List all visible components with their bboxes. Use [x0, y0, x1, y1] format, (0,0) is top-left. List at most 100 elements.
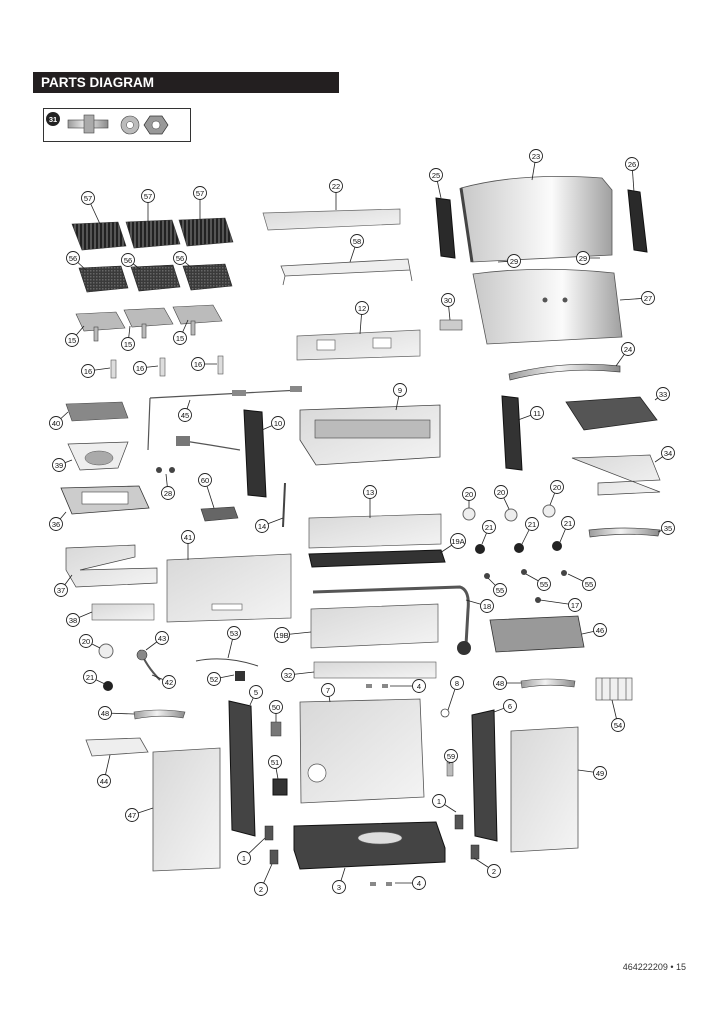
callout-circle [271, 416, 285, 430]
part-callout: 19B [274, 627, 312, 643]
screw-fasteners [156, 467, 175, 473]
side-shelf-panel [65, 544, 158, 588]
callout-number: 5 [254, 688, 258, 697]
callout-number: 40 [52, 419, 60, 428]
callout-number: 58 [353, 237, 361, 246]
callout-number: 56 [176, 254, 184, 263]
part-callout: 41 [181, 530, 195, 560]
callout-number: 51 [271, 758, 279, 767]
grease-tray [200, 506, 239, 522]
part-callout: 29 [497, 254, 521, 268]
part-callout: 48 [493, 676, 521, 690]
control-panel-side [166, 553, 292, 623]
callout-circle [227, 626, 241, 640]
lid [460, 175, 613, 263]
callout-number: 19B [275, 631, 288, 640]
callout-number: 56 [69, 254, 77, 263]
door-handle-right [588, 527, 661, 538]
callout-number: 21 [485, 523, 493, 532]
callout-number: 35 [664, 524, 672, 533]
callout-number: 2 [259, 885, 263, 894]
part-callout: 47 [125, 807, 154, 822]
callout-circle [525, 517, 539, 531]
part-callout: 25 [429, 168, 443, 199]
callout-circle [281, 668, 295, 682]
callout-number: 60 [201, 476, 209, 485]
callout-number: 20 [82, 637, 90, 646]
callout-number: 43 [158, 634, 166, 643]
callout-circle [141, 189, 155, 203]
callout-circle [507, 254, 521, 268]
callout-circle [432, 794, 446, 808]
callout-circle [593, 623, 607, 637]
callout-number: 15 [124, 340, 132, 349]
part-callout: 13 [363, 485, 377, 518]
part-callout: 20 [549, 480, 564, 506]
lid-end-cap-right [627, 189, 648, 253]
callout-number: 1 [242, 854, 246, 863]
part-callout: 43 [145, 631, 169, 651]
callout-number: 41 [184, 533, 192, 542]
part-callout: 1 [237, 837, 266, 865]
part-callout: 58 [349, 234, 364, 263]
spice-rack [595, 677, 633, 701]
callout-number: 33 [659, 390, 667, 399]
part-callout: 55 [567, 573, 596, 591]
callout-number: 4 [417, 682, 421, 691]
callout-number: 18 [483, 602, 491, 611]
callout-number: 7 [326, 686, 330, 695]
part-callout: 10 [261, 416, 285, 431]
callout-number: 36 [52, 520, 60, 529]
callout-circle [450, 676, 464, 690]
part-callout: 60 [198, 473, 215, 509]
part-callout: 35 [657, 521, 675, 535]
callout-circle [625, 157, 639, 171]
tank-hook [270, 721, 282, 737]
front-crossbar [313, 661, 437, 679]
warming-rack-wire [280, 258, 413, 286]
callout-number: 20 [553, 483, 561, 492]
callout-circle [255, 519, 269, 533]
heat-plates [78, 263, 233, 293]
callout-circle [611, 718, 625, 732]
lid-end-cap-left [435, 197, 456, 259]
part-callout: 55 [525, 573, 551, 591]
callout-circle [79, 634, 93, 648]
callout-circle [450, 533, 466, 549]
electrode-rod [282, 482, 286, 528]
part-callout: 52 [207, 672, 235, 686]
callout-number: 42 [165, 678, 173, 687]
callout-circle [52, 458, 66, 472]
callout-circle [487, 864, 501, 878]
part-callout: 27 [619, 291, 655, 305]
part-callout: 17 [539, 598, 582, 612]
part-callout: 14 [255, 517, 284, 533]
callout-number: 32 [284, 671, 292, 680]
callout-number: 37 [57, 586, 65, 595]
callout-circle [656, 387, 670, 401]
bolts [366, 684, 392, 886]
callout-circle [561, 516, 575, 530]
callout-circle [494, 485, 508, 499]
part-callout: 21 [83, 670, 106, 685]
wire-rack-small [85, 737, 149, 757]
callout-number: 17 [571, 601, 579, 610]
part-callout: 19A [439, 533, 466, 554]
callout-circle [173, 251, 187, 265]
callout-number: 27 [644, 294, 652, 303]
callout-circle [49, 416, 63, 430]
callout-number: 55 [496, 586, 504, 595]
valves [484, 569, 567, 603]
part-callout: 16 [191, 357, 217, 371]
callout-circle [178, 408, 192, 422]
callout-number: 55 [540, 580, 548, 589]
callout-circle [181, 530, 195, 544]
callout-number: 23 [532, 152, 540, 161]
callout-number: 52 [210, 675, 218, 684]
part-callout: 16 [81, 364, 111, 378]
callout-number: 3 [337, 883, 341, 892]
cart-door-right [510, 726, 579, 853]
part-callout: 7 [321, 683, 335, 703]
control-knobs [462, 504, 562, 554]
